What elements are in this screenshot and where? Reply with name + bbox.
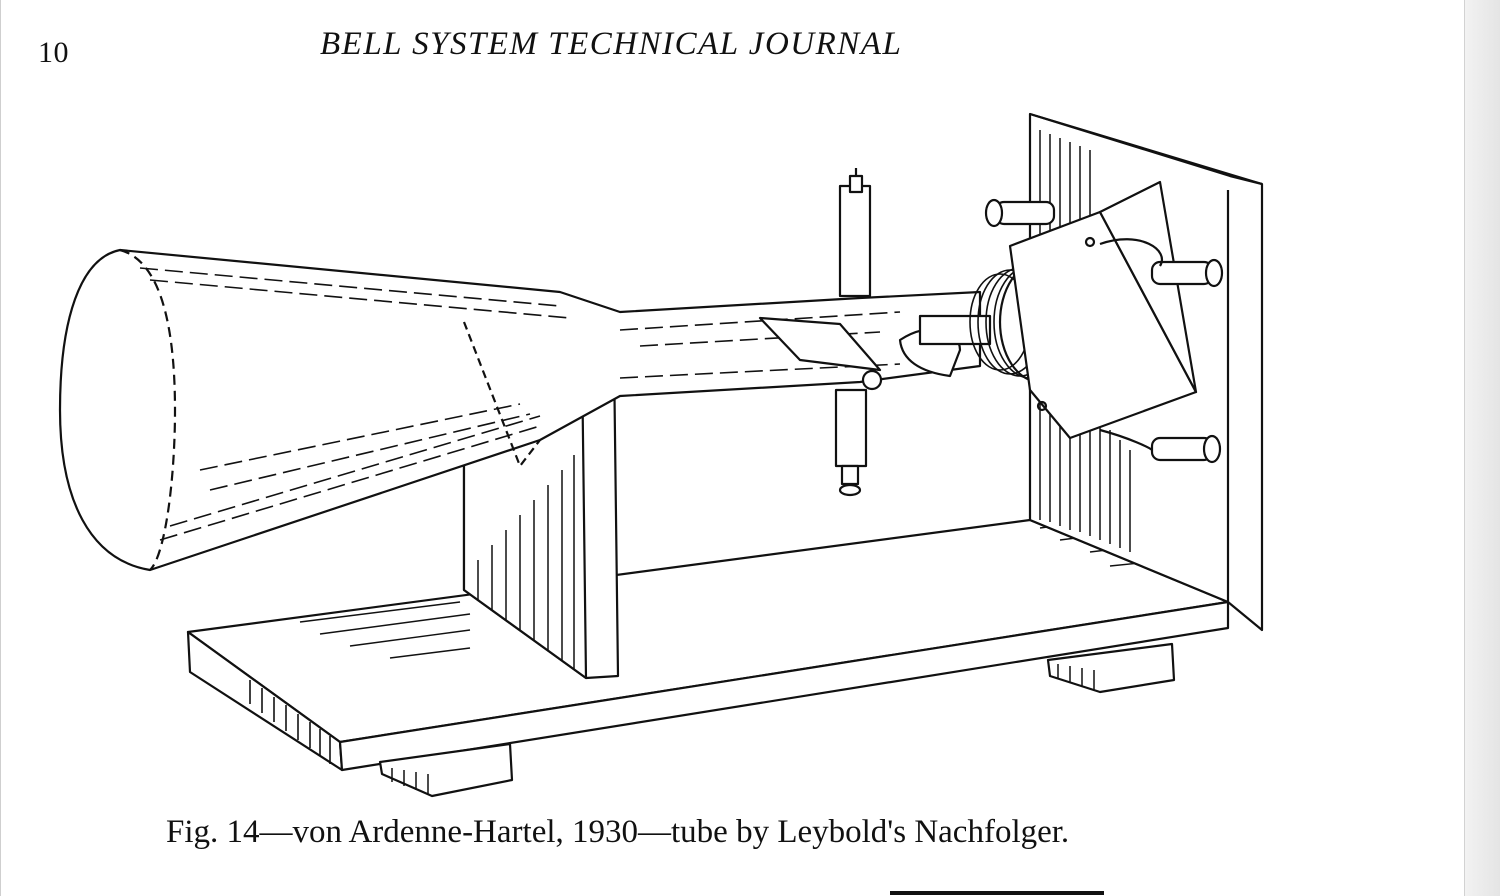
figure-caption: Fig. 14—von Ardenne-Hartel, 1930—tube by… — [166, 814, 1070, 850]
tube-socket — [969, 180, 1198, 440]
glass-tube — [58, 248, 982, 572]
base-board — [186, 513, 1230, 772]
page-number: 10 — [38, 36, 69, 69]
viewer-edge-left — [0, 0, 1, 896]
binding-posts — [984, 198, 1224, 464]
base-feet — [378, 642, 1176, 798]
footnote-rule — [890, 891, 1104, 895]
viewer-scroll-edge[interactable] — [1464, 0, 1500, 896]
running-head: BELL SYSTEM TECHNICAL JOURNAL — [320, 26, 903, 62]
deflection-assembly — [758, 168, 992, 497]
